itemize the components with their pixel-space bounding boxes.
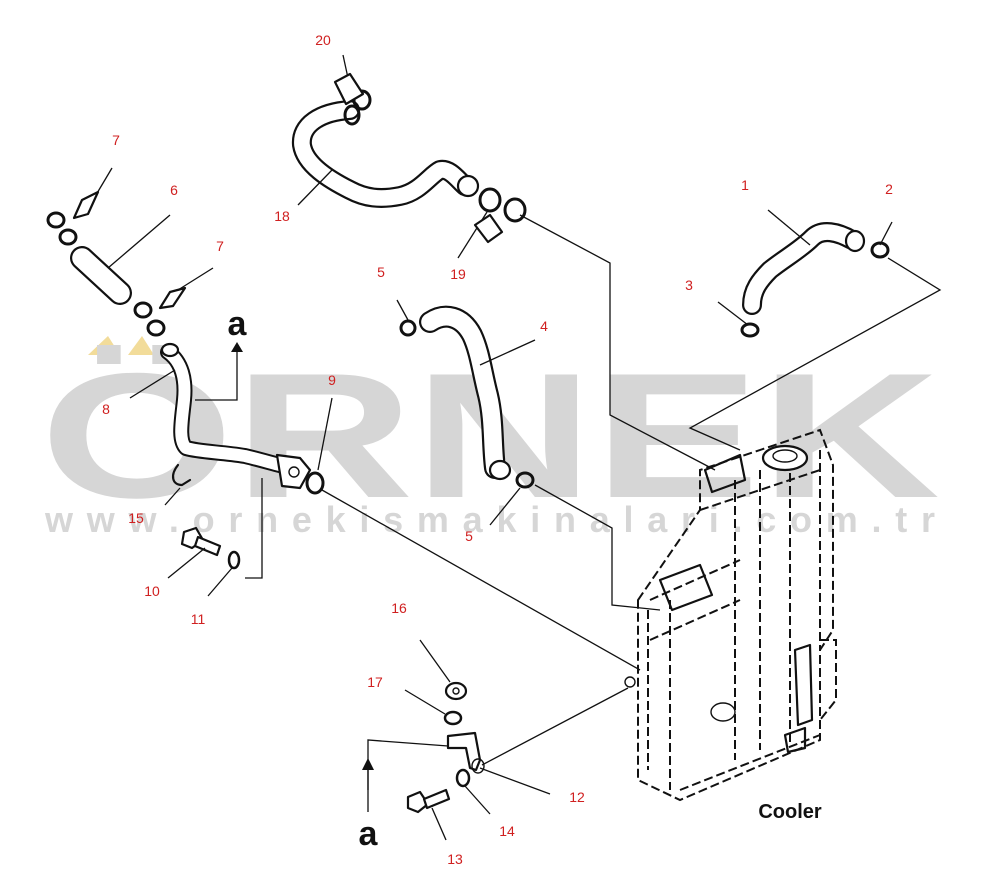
ref-line-5-cooler (534, 484, 661, 611)
clamp-20b (343, 104, 361, 126)
view-marker-label: a (359, 815, 379, 853)
callout-16: 16 (391, 600, 407, 616)
clamp-5-lower (515, 471, 535, 489)
ref-line-19-cooler (519, 214, 716, 471)
reference-lines (195, 214, 942, 790)
cooler-outlet-port (710, 702, 736, 722)
cooler-side-bracket (819, 639, 837, 721)
washer-11 (227, 550, 241, 570)
view-marker-top: a (228, 305, 248, 372)
radiator-cap-inner (772, 449, 798, 463)
callout-1: 1 (741, 177, 749, 193)
cooler-top-tank (699, 469, 821, 511)
cooler-shroud-mid (649, 599, 741, 641)
callout-leaders (72, 54, 893, 841)
hose-18 (291, 100, 480, 208)
callout-4: 4 (540, 318, 548, 334)
ref-line-a-side (245, 478, 263, 579)
mount-boss (624, 676, 636, 688)
clamp-2 (870, 241, 890, 259)
hose-1 (742, 222, 866, 315)
callout-7-upper: 7 (112, 132, 120, 148)
ref-line-a-top (195, 372, 238, 401)
flange (275, 453, 312, 490)
hose-4 (419, 305, 512, 481)
washer-14 (455, 768, 471, 788)
callout-10: 10 (144, 583, 160, 599)
ref-line-2-cooler (688, 257, 942, 451)
callout-5-lower: 5 (465, 528, 473, 544)
ref-line-a-bottom (367, 739, 449, 790)
clamp-19b (503, 197, 527, 223)
cooler-outline (637, 428, 834, 802)
bolt-13 (406, 788, 451, 814)
callout-3: 3 (685, 277, 693, 293)
watermark-accent-right (128, 336, 154, 355)
hose-6 (70, 246, 132, 305)
radiator-cap (761, 444, 809, 472)
pipe-8 (160, 342, 312, 490)
nut-16 (444, 681, 468, 701)
upper-inlet-neck (703, 453, 747, 494)
view-marker-label: a (228, 305, 248, 343)
callout-5-upper: 5 (377, 264, 385, 280)
watermark-accent-left (88, 336, 120, 355)
clamp-7-upper-a (46, 211, 66, 229)
arrow-up-icon (231, 342, 243, 352)
o-ring-9 (305, 471, 325, 495)
callout-6: 6 (170, 182, 178, 198)
washer-17 (443, 710, 463, 726)
clamp-7-upper-b (58, 228, 78, 246)
callout-15: 15 (128, 510, 144, 526)
clamp-7-lower-a (133, 301, 153, 319)
clamp-19a (478, 187, 502, 213)
callout-7-lower: 7 (216, 238, 224, 254)
arrow-up-icon (362, 758, 374, 770)
callout-12: 12 (569, 789, 585, 805)
callout-13: 13 (447, 851, 463, 867)
cooler-inlet-port (658, 563, 714, 612)
callout-labels: 1 2 3 4 5 5 6 7 7 8 9 10 11 12 13 14 15 … (102, 32, 893, 867)
side-pipe (793, 643, 814, 727)
bolt-10 (180, 526, 222, 557)
clamp-7-lower-b (146, 319, 166, 337)
clamp-3 (740, 322, 760, 338)
callout-19: 19 (450, 266, 466, 282)
diagram-caption: Cooler (758, 801, 822, 823)
drain-valve (783, 726, 807, 754)
view-marker-bottom: a (359, 758, 379, 853)
callout-14: 14 (499, 823, 515, 839)
cooler-shroud-bottom (679, 734, 821, 791)
bracket-12 (446, 731, 482, 772)
callout-2: 2 (885, 181, 893, 197)
bracket-15 (172, 463, 192, 487)
callout-17: 17 (367, 674, 383, 690)
callout-18: 18 (274, 208, 290, 224)
cooler-assembly (624, 428, 837, 802)
clamp-5-upper (399, 319, 417, 337)
callout-20: 20 (315, 32, 331, 48)
callout-11: 11 (191, 611, 206, 627)
callout-8: 8 (102, 401, 110, 417)
callout-9: 9 (328, 372, 336, 388)
ref-line-9-cooler (321, 489, 641, 671)
ref-line-12-cooler (481, 687, 629, 766)
